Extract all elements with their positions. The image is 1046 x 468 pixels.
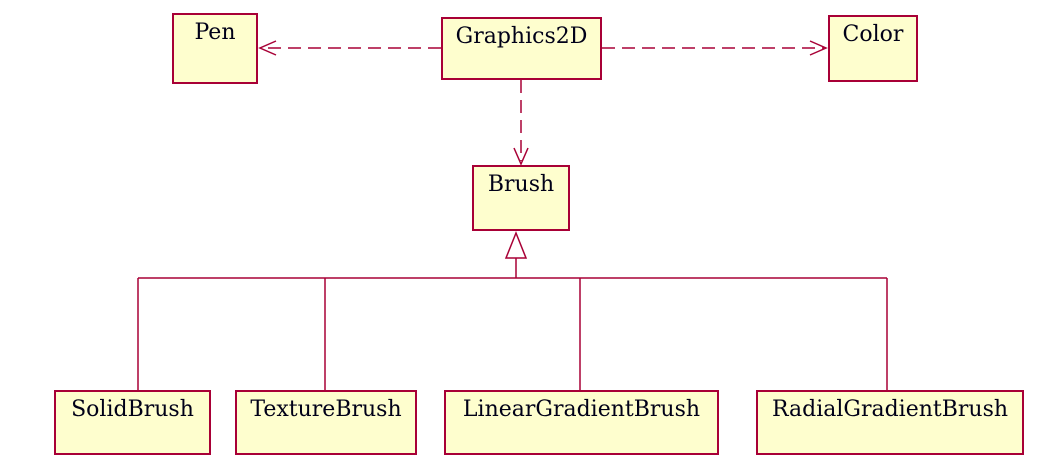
class-node-texturebrush: TextureBrush bbox=[235, 390, 417, 455]
class-node-lineargradientbrush: LinearGradientBrush bbox=[444, 390, 719, 455]
class-node-label: Color bbox=[842, 22, 904, 47]
class-node-pen: Pen bbox=[172, 13, 258, 84]
class-node-label: SolidBrush bbox=[71, 397, 194, 422]
class-node-brush: Brush bbox=[472, 165, 570, 231]
class-node-label: TextureBrush bbox=[250, 397, 402, 422]
class-node-label: Brush bbox=[487, 172, 555, 197]
class-node-label: RadialGradientBrush bbox=[771, 397, 1009, 422]
dependency-edge-graphics2d-pen bbox=[258, 40, 441, 56]
class-node-radialgradientbrush: RadialGradientBrush bbox=[756, 390, 1024, 455]
class-node-color: Color bbox=[828, 15, 918, 82]
class-node-label: Pen bbox=[194, 20, 236, 45]
open-arrowhead-right-icon bbox=[809, 40, 828, 56]
open-arrowhead-left-icon bbox=[258, 40, 277, 56]
class-node-label: LinearGradientBrush bbox=[462, 397, 701, 422]
open-arrowhead-down-icon bbox=[513, 147, 529, 166]
hollow-triangle-arrowhead-icon bbox=[504, 230, 528, 259]
class-node-graphics2d: Graphics2D bbox=[441, 17, 602, 80]
class-node-label: Graphics2D bbox=[455, 24, 588, 49]
class-node-solidbrush: SolidBrush bbox=[54, 390, 211, 455]
dependency-edge-graphics2d-color bbox=[602, 40, 828, 56]
dependency-edge-graphics2d-brush bbox=[513, 80, 529, 166]
inheritance-edges-to-brush bbox=[137, 230, 888, 390]
